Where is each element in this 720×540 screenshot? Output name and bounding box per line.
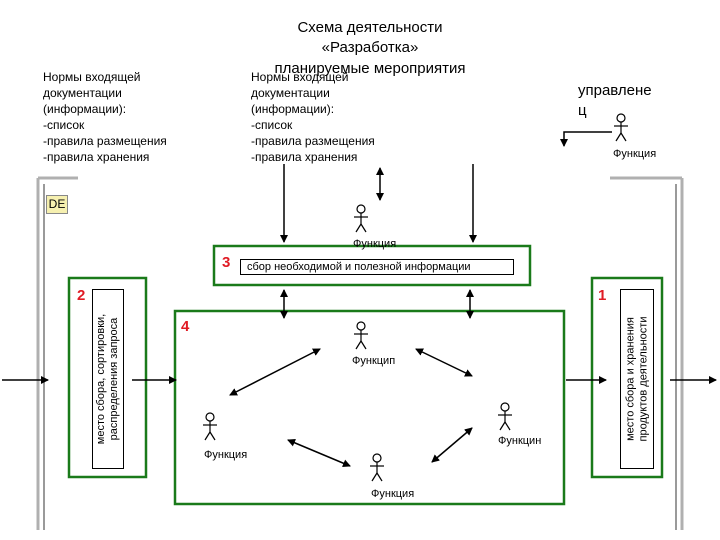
actor-top-right [614,113,628,142]
norms-left-text: Нормы входящей документации (информации)… [43,70,167,164]
actor-left [203,412,217,441]
box-3-frame [212,244,532,287]
function-label-left: Функция [204,449,248,461]
diagram-title: Схема деятельности [297,19,443,36]
arrow-func-left-center [229,348,321,396]
function-label-bottom: Функция [371,488,415,500]
box-4-frame [173,309,566,506]
function-label-top-right: Функция [613,148,657,160]
box-4-number: 4 [181,318,190,335]
function-label-top-center: Функция [353,238,397,250]
diagram-subtitle-2: планируемые мероприятия [274,60,466,77]
de-badge: DE [46,195,68,214]
norms-center-text: Нормы входящей документации (информации)… [251,70,375,164]
box-1-label: место сбора и хранения продуктов деятель… [624,316,650,442]
function-label-center: Функцип [352,355,396,367]
arrow-func-left-bottom [287,439,351,467]
box-3-number: 3 [222,254,231,271]
box-1-number: 1 [598,287,607,304]
box-3-label: сбор необходимой и полезной информации [240,259,514,275]
outer-frame-left [36,176,78,530]
arrow-func-bottom-right [431,427,473,463]
actor-bottom [370,453,384,482]
actor-right [498,402,512,431]
box-2-label: место сбора, сортировки, распределения з… [95,313,120,445]
box-1-frame [590,276,664,479]
control-arrow [560,131,612,147]
control-label-2: ц [578,102,587,119]
box-2-label-frame: место сбора, сортировки, распределения з… [92,289,124,469]
outer-frame-right [610,176,684,530]
diagram-subtitle: «Разработка» [321,39,419,56]
control-label: управлене [578,82,652,99]
box-2-number: 2 [77,287,86,304]
box-1-label-frame: место сбора и хранения продуктов деятель… [620,289,654,469]
box-2-frame [67,276,148,479]
actor-center [354,321,368,350]
actor-top-center [354,204,368,233]
arrow-func-center-right [415,348,473,377]
function-label-right: Функцин [498,435,542,447]
